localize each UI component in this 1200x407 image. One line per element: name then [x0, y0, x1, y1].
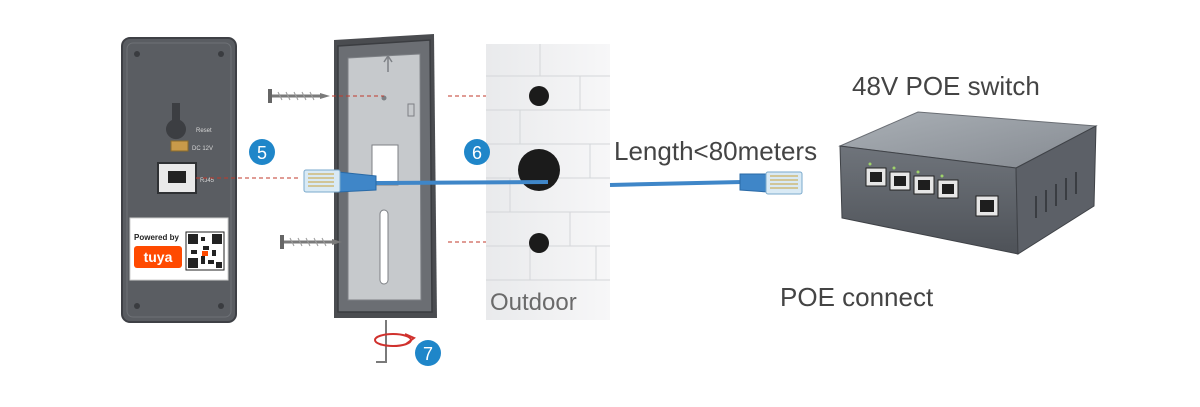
screw-top-icon: [268, 89, 330, 103]
switch-uplink-port-icon: [975, 195, 999, 217]
dc-label: DC 12V: [192, 146, 213, 152]
switch-title: 48V POE switch: [852, 71, 1040, 101]
switch-status-leds: [868, 162, 944, 178]
poe-connect-label: POE connect: [780, 282, 934, 312]
tuya-logo-icon: [134, 246, 182, 268]
rotate-arrow-icon: [374, 333, 412, 347]
screw-hole-icon: [134, 303, 140, 309]
qr-code-icon: [185, 231, 225, 271]
switch-port-icon: [937, 179, 959, 199]
rotate-arrow-head-icon: [404, 333, 416, 345]
rj45-label: RJ45: [200, 178, 215, 184]
wall-label: Outdoor: [490, 289, 577, 316]
switch-ports: [865, 167, 999, 217]
screw-hole-icon: [134, 51, 140, 57]
tuya-brand-text: tuya: [144, 249, 173, 265]
step-5-badge: 5: [249, 139, 275, 165]
powered-by-text: Powered by: [134, 233, 179, 242]
network-cable: [303, 169, 803, 195]
screwdriver-icon: [376, 320, 387, 363]
rj45-plug-left-icon: [303, 169, 377, 193]
step-7-number: 7: [423, 344, 433, 364]
step-6-badge: 6: [464, 139, 490, 165]
rj45-socket: [168, 171, 186, 183]
cable-through-wall: [375, 180, 549, 185]
rj45-plug-right-icon: [739, 171, 803, 195]
switch-vents: [1035, 172, 1077, 218]
screw-bottom-icon: [280, 235, 342, 249]
step-6-number: 6: [472, 143, 482, 163]
bracket-clip: [407, 103, 415, 117]
cable-length-label: Length<80meters: [614, 136, 817, 166]
up-arrow-icon: [383, 54, 393, 72]
step-7-group: 7: [374, 320, 441, 366]
cable-to-switch: [609, 180, 743, 187]
switch-port-icon: [865, 167, 887, 187]
bracket-slot: [379, 209, 389, 285]
mounting-bracket: [334, 34, 437, 318]
screw-hole-icon: [218, 303, 224, 309]
screw-hole-icon: [218, 51, 224, 57]
switch-port-icon: [913, 175, 935, 195]
bracket-hole-icon: [381, 95, 387, 101]
keyhole-icon: [166, 103, 187, 140]
doorbell-back-panel: Reset DC 12V RJ45 Powered by tuya: [121, 37, 237, 323]
wall-hole-top-icon: [529, 86, 549, 106]
switch-port-icon: [889, 171, 911, 191]
wall-hole-bottom-icon: [529, 233, 549, 253]
wall-cable-hole-icon: [518, 149, 560, 191]
reset-label: Reset: [196, 128, 212, 134]
step-5-number: 5: [257, 143, 267, 163]
device-inner-edge: [126, 42, 232, 318]
poe-switch: [838, 111, 1098, 255]
dc-jack-icon: [170, 140, 189, 152]
